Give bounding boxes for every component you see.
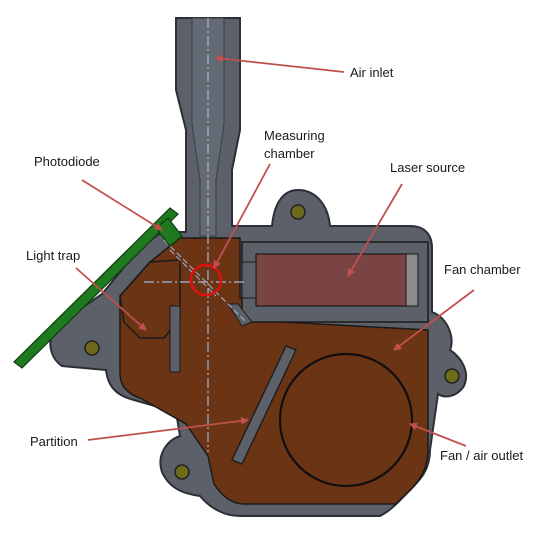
label-photodiode: Photodiode	[34, 154, 100, 169]
arrow-photodiode	[81, 179, 163, 231]
arrow-partition	[87, 416, 249, 441]
arrow-air-inlet	[215, 54, 345, 73]
label-light-trap: Light trap	[26, 248, 80, 263]
laser-baffle	[227, 303, 253, 327]
light-trap-divider	[169, 305, 181, 373]
label-fan-chamber: Fan chamber	[444, 262, 521, 277]
screw-hole-right	[444, 368, 460, 384]
screw-hole-bottom	[174, 464, 190, 480]
laser-body	[255, 253, 409, 307]
arrow-fan-air-outlet	[409, 422, 467, 447]
screw-hole-left	[84, 340, 100, 356]
arrow-fan-chamber	[393, 289, 475, 351]
label-measuring-chamber-line1: Measuring	[264, 128, 325, 143]
laser-nozzle	[241, 261, 257, 299]
label-fan-air-outlet: Fan / air outlet	[440, 448, 523, 463]
arrow-light-trap	[75, 267, 147, 331]
label-air-inlet: Air inlet	[350, 65, 394, 80]
partition-wall	[231, 345, 297, 465]
screw-hole-top	[290, 204, 306, 220]
label-laser-source: Laser source	[390, 160, 465, 175]
laser-lens	[405, 253, 419, 307]
photodiode-axis-line	[163, 239, 247, 323]
fan-outlet-circle	[278, 352, 414, 488]
label-measuring-chamber-line2: chamber	[264, 146, 315, 161]
arrow-laser-source	[347, 183, 403, 277]
label-partition: Partition	[30, 434, 78, 449]
measuring-point-ring	[189, 263, 223, 297]
arrow-measuring-chamber	[213, 163, 271, 269]
photodiode-pcb	[13, 207, 179, 369]
